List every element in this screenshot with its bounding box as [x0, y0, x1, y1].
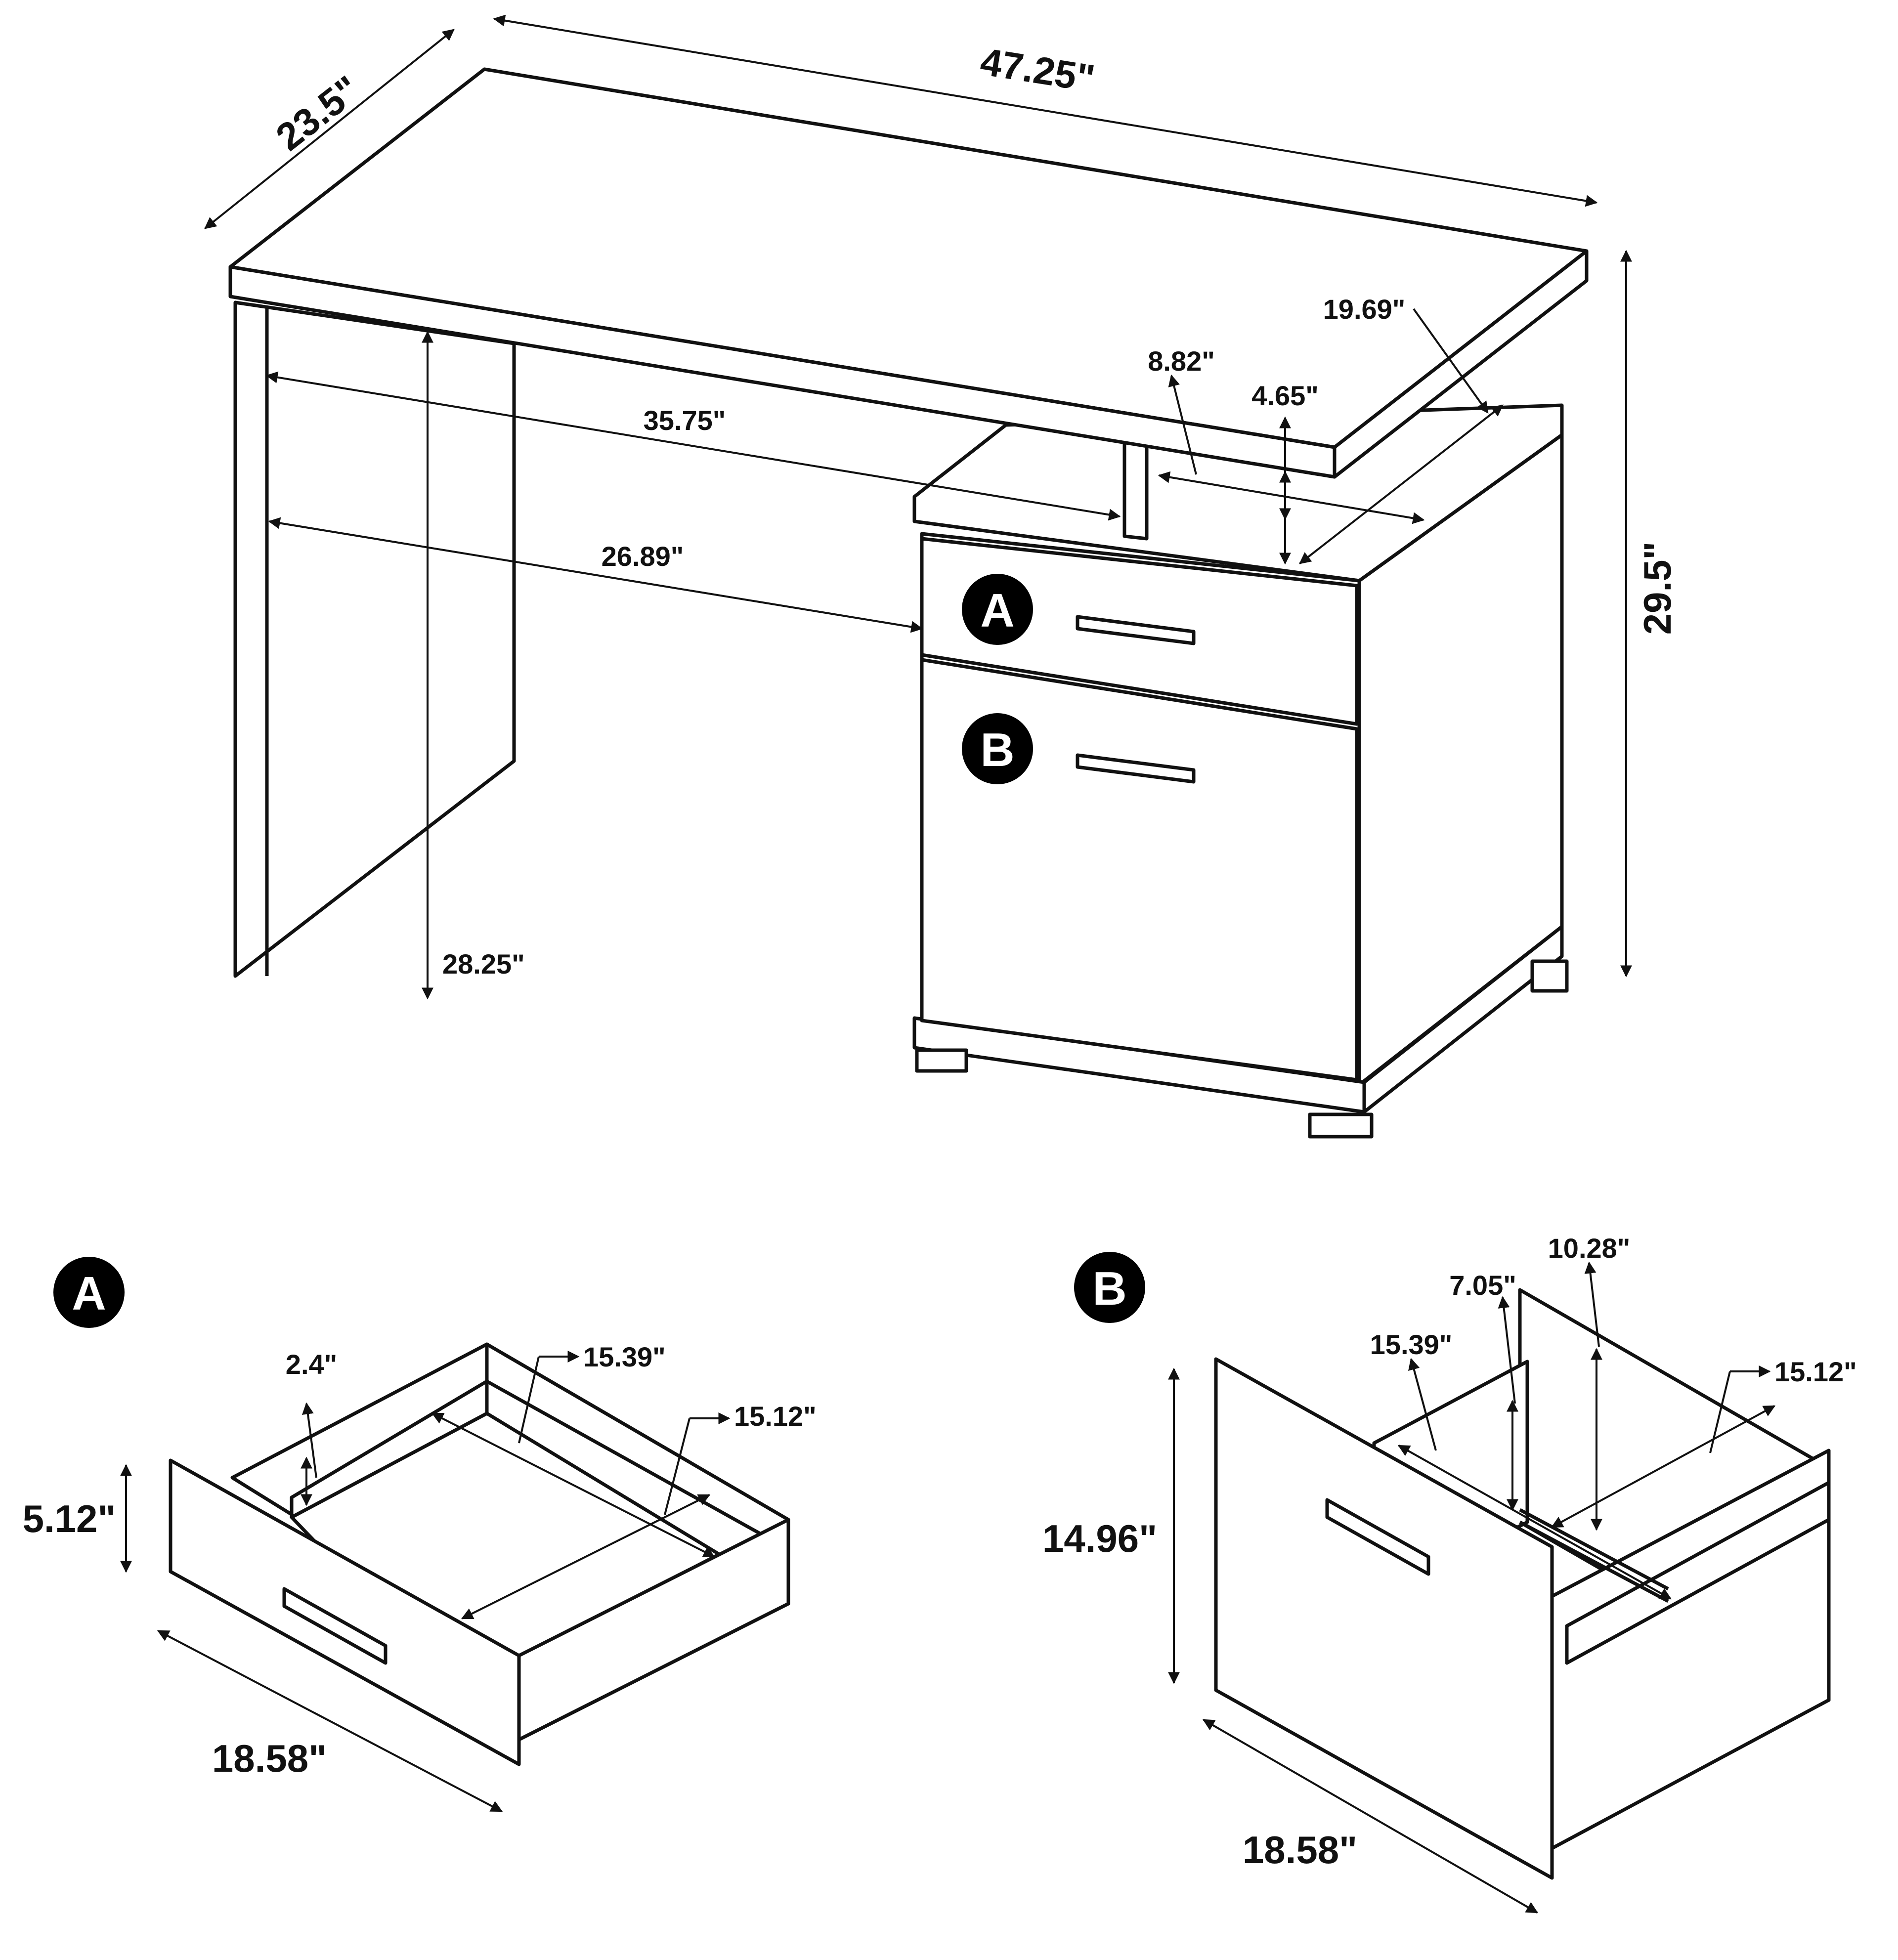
- dim-b-front-width: 18.58": [1243, 1828, 1357, 1872]
- callout-badge-a: A: [962, 574, 1033, 645]
- callout-badge-b: B: [962, 713, 1033, 784]
- foot: [915, 1048, 968, 1073]
- dim-a-inner-width: 15.12": [734, 1401, 817, 1432]
- dim-knee-space-width: 26.89": [602, 541, 684, 572]
- drawer-b-front: [920, 658, 1359, 1082]
- foot: [1308, 1112, 1374, 1139]
- svg-text:A: A: [980, 584, 1014, 637]
- svg-text:A: A: [72, 1267, 106, 1320]
- drawer-a-handle: [1076, 615, 1196, 645]
- drawer-a-outline: [169, 1342, 790, 1766]
- dim-top-depth: 23.5": [268, 67, 368, 159]
- desk-outline: [228, 67, 1589, 1139]
- dim-top-width: 47.25": [978, 40, 1098, 100]
- dim-shelf-depth: 8.82": [1148, 345, 1215, 377]
- drawer-a-dimension-lines: [120, 1351, 731, 1812]
- dim-shelf-height: 4.65": [1251, 380, 1319, 411]
- drawer-b-dimension-lines: [1168, 1261, 1776, 1914]
- dim-b-height: 14.96": [1042, 1517, 1157, 1560]
- main-dimension-lines: [204, 14, 1632, 1000]
- svg-text:B: B: [1092, 1262, 1126, 1315]
- dim-a-front-width: 18.58": [212, 1737, 327, 1780]
- support-post: [1122, 440, 1149, 541]
- dim-knee-clearance: 28.25": [442, 948, 525, 980]
- dim-cabinet-depth: 19.69": [1323, 294, 1406, 325]
- dim-b-back-height: 10.28": [1548, 1233, 1631, 1264]
- drawer-b-handle: [1076, 753, 1196, 784]
- drawer-b-badge: B: [1074, 1252, 1145, 1323]
- dim-b-inner-width: 15.12": [1774, 1356, 1857, 1387]
- svg-text:B: B: [980, 724, 1014, 776]
- left-leg-panel: [233, 300, 516, 978]
- dim-a-height: 5.12": [23, 1497, 116, 1540]
- dim-b-inner-length: 15.39": [1370, 1329, 1453, 1360]
- dim-leg-span: 35.75": [644, 405, 726, 436]
- dim-overall-height: 29.5": [1636, 542, 1679, 635]
- foot: [1530, 959, 1569, 993]
- dim-a-inner-depth-height: 2.4": [286, 1349, 337, 1380]
- dim-a-inner-length: 15.39": [583, 1341, 666, 1372]
- dim-b-side-height: 7.05": [1449, 1270, 1516, 1301]
- drawer-a-badge: A: [53, 1257, 125, 1328]
- drawer-b-outline: [1214, 1288, 1831, 1880]
